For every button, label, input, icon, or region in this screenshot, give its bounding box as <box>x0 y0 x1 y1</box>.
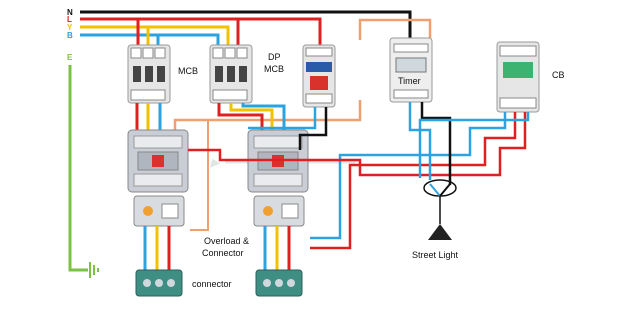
street-light-lamp <box>423 179 457 240</box>
overload-relay-1 <box>133 195 185 227</box>
dp-mcb <box>302 44 336 108</box>
cb-label: CB <box>552 70 565 80</box>
supply-bus <box>80 10 412 45</box>
mcb-3pole-1 <box>127 44 171 104</box>
mcb-label: MCB <box>178 66 198 76</box>
overload-label-line1: Overload & <box>204 236 249 246</box>
street-light-label: Street Light <box>412 250 459 260</box>
label-y: Y <box>67 23 73 32</box>
neutral-bus-wire <box>80 10 412 40</box>
live-bus-wire <box>80 17 322 45</box>
street-light-wires <box>188 102 530 250</box>
earth-wire <box>68 65 99 278</box>
timer-label: Timer <box>398 76 421 86</box>
terminal-connector-1 <box>135 269 183 297</box>
cb-breaker <box>496 41 540 113</box>
terminal-connector-2 <box>255 269 303 297</box>
label-b: B <box>67 31 73 40</box>
overload-label-line2: Connector <box>202 248 244 258</box>
mcb1-to-contactor1-wires <box>135 103 162 130</box>
mcb-3pole-2 <box>209 44 253 104</box>
connector-label: connector <box>192 279 232 289</box>
label-n: N <box>67 8 73 17</box>
mcb2-to-contactor2-wires <box>217 103 286 135</box>
blue-bus-wire <box>80 33 220 45</box>
dp-mcb-label-line2: MCB <box>264 64 284 74</box>
dp-mcb-label-line1: DP <box>268 52 281 62</box>
contactor-1 <box>127 129 189 193</box>
timer <box>389 37 433 103</box>
label-l: L <box>67 15 72 24</box>
control-wire <box>173 18 432 231</box>
yellow-bus-wire <box>80 25 230 45</box>
overload-relay-2 <box>253 195 305 227</box>
label-e: E <box>67 53 73 62</box>
overload-to-connector-wires <box>143 226 291 270</box>
